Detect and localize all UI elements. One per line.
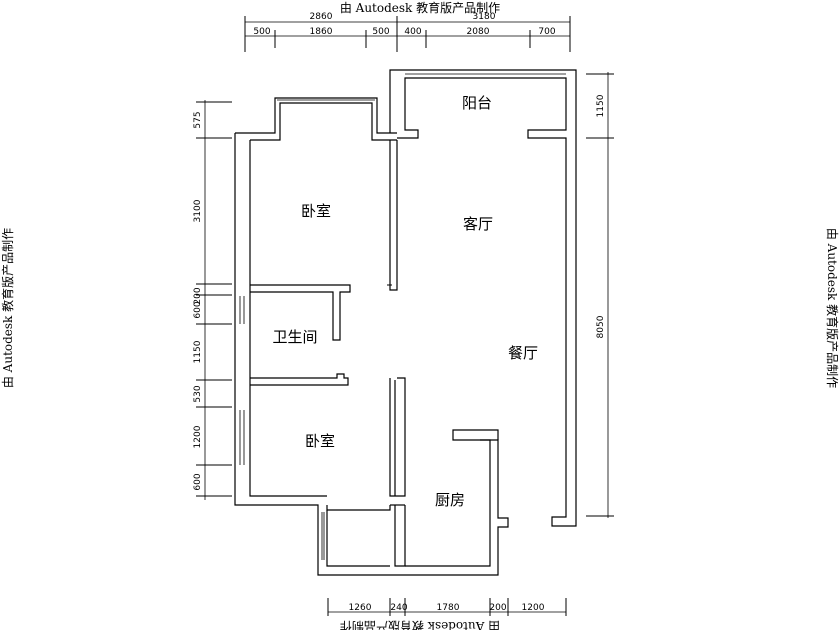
- left-dimensions: 575 3100 200 600 1150 530 1200 600: [193, 100, 232, 500]
- dim-bottom-4: 200: [489, 603, 506, 613]
- room-label-balcony: 阳台: [462, 94, 492, 112]
- dim-top-seg-1: 500: [253, 27, 270, 37]
- dim-top-seg-3: 500: [372, 27, 389, 37]
- dim-left-3: 200: [193, 287, 203, 304]
- room-label-bathroom: 卫生间: [272, 328, 317, 346]
- watermark-right: 由 Autodesk 教育版产品制作: [825, 228, 840, 388]
- bottom-dimensions: 1260 240 1780 200 1200: [327, 598, 567, 616]
- watermark-left: 由 Autodesk 教育版产品制作: [0, 228, 15, 388]
- room-label-kitchen: 厨房: [435, 491, 465, 509]
- dim-bottom-5: 1200: [522, 603, 545, 613]
- room-label-living: 客厅: [463, 215, 493, 233]
- room-label-bedroom-bottom: 卧室: [305, 432, 335, 450]
- room-label-dining: 餐厅: [508, 344, 538, 362]
- top-dimensions: 2860 3180 500 1860 500 400 2080 700: [244, 12, 571, 52]
- walls: [234, 69, 577, 576]
- dim-right-2: 8050: [596, 315, 606, 338]
- dim-left-5: 1150: [193, 340, 203, 363]
- dim-left-1: 575: [193, 111, 203, 128]
- dim-left-4: 600: [193, 301, 203, 318]
- dim-top-seg-5: 2080: [467, 27, 490, 37]
- dim-right-1: 1150: [596, 94, 606, 117]
- dim-bottom-3: 1780: [437, 603, 460, 613]
- dim-top-seg-2: 1860: [310, 27, 333, 37]
- dim-left-7: 1200: [193, 425, 203, 448]
- dim-left-2: 3100: [193, 199, 203, 222]
- room-label-bedroom-top: 卧室: [301, 202, 331, 220]
- dim-top-seg-4: 400: [404, 27, 421, 37]
- dim-left-6: 530: [193, 385, 203, 402]
- right-dimensions: 1150 8050: [586, 72, 614, 518]
- dim-top-seg-6: 700: [538, 27, 555, 37]
- watermark-bottom: 由 Autodesk 教育版产品制作: [340, 619, 500, 630]
- dim-bottom-1: 1260: [349, 603, 372, 613]
- watermark-top: 由 Autodesk 教育版产品制作: [340, 0, 500, 15]
- dim-top-total-2: 3180: [473, 12, 496, 22]
- dim-left-8: 600: [193, 473, 203, 490]
- dim-bottom-2: 240: [390, 603, 407, 613]
- dim-top-total-1: 2860: [310, 12, 333, 22]
